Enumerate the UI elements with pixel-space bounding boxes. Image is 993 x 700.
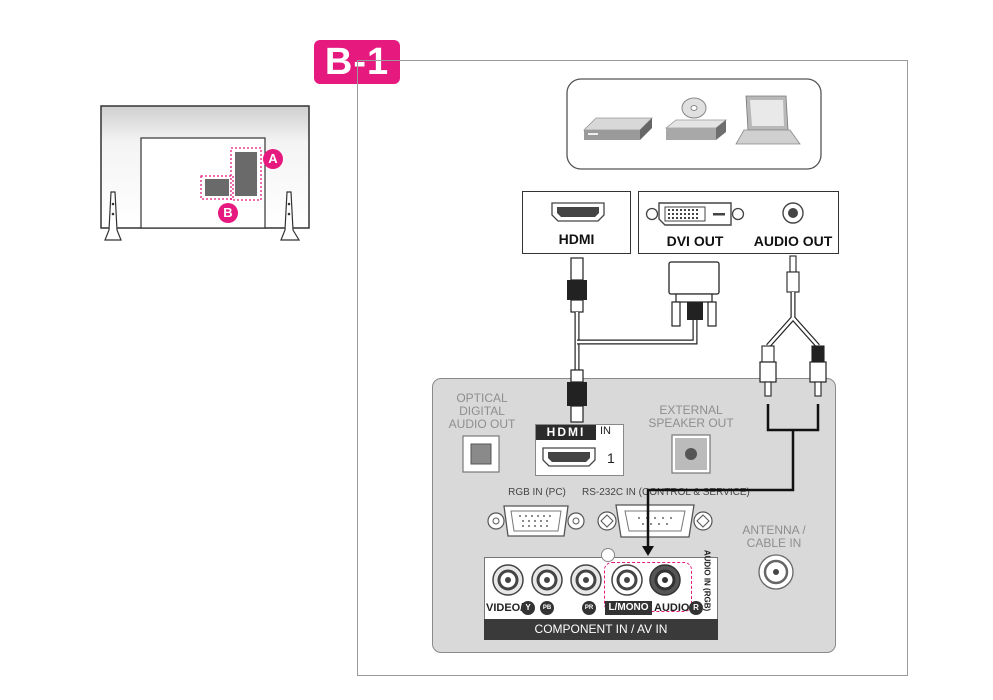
source-hdmi-label: HDMI [558, 231, 595, 247]
hdmi-in-logo: HDMI [536, 425, 596, 440]
rgb-in-port [487, 505, 585, 537]
audio-in-rgb-label: AUDIO IN (RGB) [702, 549, 712, 612]
hdmi-in-suffix: IN [600, 425, 611, 437]
source-dvi-port [645, 202, 745, 226]
component-av-in-bar: COMPONENT IN / AV IN [484, 619, 718, 640]
pb-mark: PB [540, 601, 554, 615]
antenna-label-1: ANTENNA / [742, 523, 806, 537]
rs232c-port [597, 504, 713, 538]
laptop-icon [735, 95, 801, 145]
source-hdmi-box [522, 191, 631, 254]
dvd-player-icon [664, 97, 728, 140]
video-label: VIDEO/ [486, 602, 524, 614]
section-badge: B-1 [314, 40, 400, 84]
audio-label: AUDIO [654, 602, 690, 614]
source-audio-out-label: AUDIO OUT [753, 233, 833, 249]
pr-mark: PR [582, 601, 596, 615]
tv-back-illustration [100, 105, 310, 241]
l-mono-label: L/MONO [605, 601, 652, 615]
speaker-out-port [671, 434, 711, 474]
jack-pb [531, 564, 563, 596]
hdmi-in-port [542, 447, 596, 467]
marker-a: A [263, 149, 283, 169]
source-devices-group [566, 78, 822, 170]
y-mark: Y [521, 601, 535, 615]
marker-b: B [218, 203, 238, 223]
set-top-box-icon [583, 117, 653, 140]
jack-video-y [492, 564, 524, 596]
r-mark: R [689, 601, 703, 615]
source-audio-out-jack [782, 202, 804, 224]
jack-audio-r [649, 564, 681, 596]
speaker-label-2: SPEAKER OUT [648, 416, 734, 430]
rgb-in-label: RGB IN (PC) [508, 487, 566, 498]
optical-port [462, 435, 500, 473]
optical-label-3: AUDIO OUT [448, 417, 516, 431]
rs232c-label: RS-232C IN (CONTROL & SERVICE) [582, 487, 750, 498]
optical-label-1: OPTICAL [456, 391, 508, 405]
antenna-label-2: CABLE IN [746, 536, 802, 550]
hdmi-in-port-number: 1 [607, 450, 615, 466]
source-hdmi-port [551, 202, 605, 222]
source-dvi-out-label: DVI OUT [666, 233, 724, 249]
indicator-dot [601, 548, 615, 562]
jack-audio-l-mono [611, 564, 643, 596]
speaker-label-1: EXTERNAL [659, 403, 723, 417]
antenna-cable-in-port [758, 554, 794, 590]
diagram-frame [357, 60, 908, 676]
optical-label-2: DIGITAL [459, 404, 505, 418]
jack-pr [570, 564, 602, 596]
tv-stand-right [280, 191, 301, 241]
tv-stand-left [104, 191, 122, 241]
rca-jack-row [492, 564, 681, 596]
